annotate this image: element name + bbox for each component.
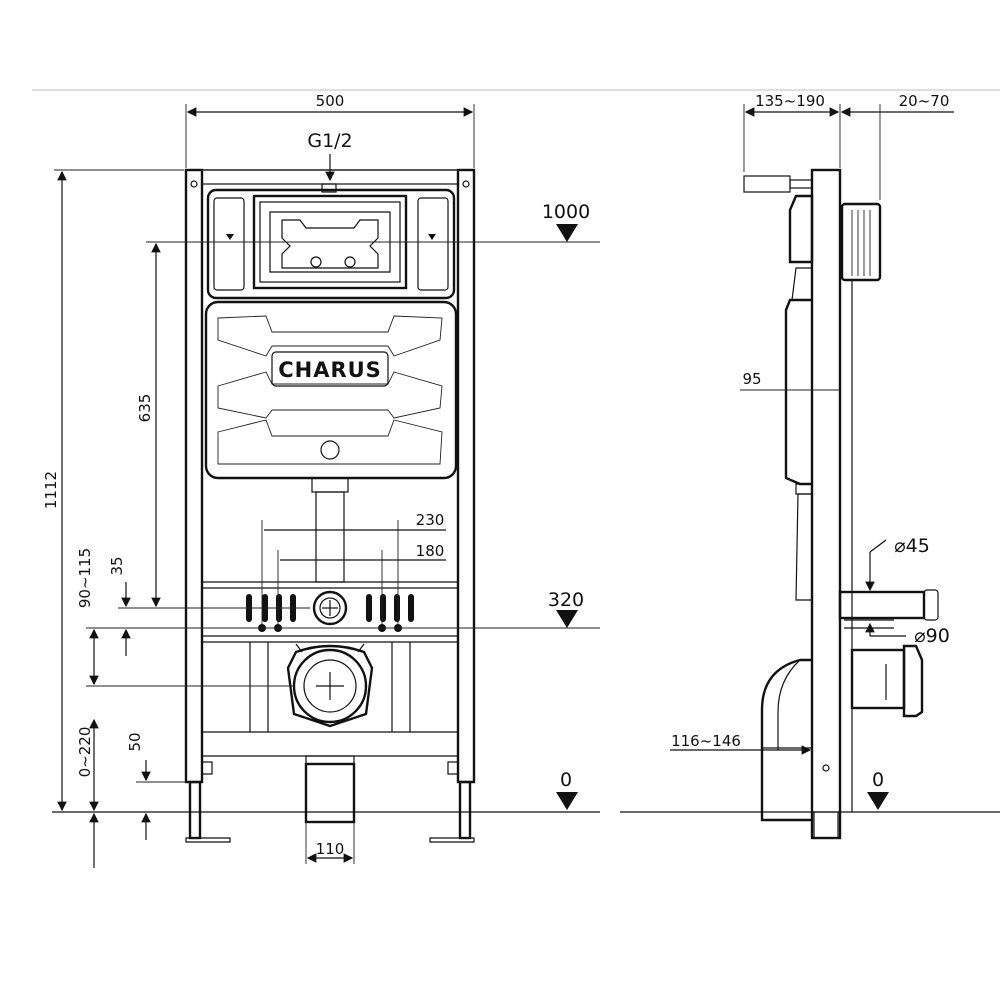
drain-outlet [286, 643, 374, 728]
bolt-outer-label: 230 [416, 511, 445, 529]
cistern-body [204, 300, 458, 480]
brand-label: CHARUS [278, 358, 382, 382]
side-frame [810, 168, 842, 840]
level-floor-label: 0 [560, 769, 572, 791]
front-view: CHARUS [42, 92, 600, 868]
level-top-label: 1000 [542, 201, 590, 223]
level-top-marker [556, 224, 578, 242]
range-0-220-label: 0~220 [76, 727, 94, 778]
outlet-110-label: 110 [316, 840, 345, 858]
pipe-small-label: ⌀45 [894, 535, 930, 557]
side-drain-pipe [850, 648, 906, 710]
wall-95-label: 95 [742, 370, 761, 388]
level-mid-label: 320 [548, 589, 584, 611]
height-635-label: 635 [136, 394, 154, 423]
level-mid-marker [556, 610, 578, 628]
left-post [184, 168, 204, 784]
side-actuator [743, 175, 791, 193]
range-90-115-label: 90~115 [76, 548, 94, 608]
plate-label: 20~70 [899, 92, 950, 110]
height-50-label: 50 [126, 732, 144, 751]
right-post [456, 168, 476, 784]
level-floor-marker [556, 792, 578, 810]
range-116-146-label: 116~146 [671, 732, 741, 750]
side-level-floor-marker [867, 792, 889, 810]
pipe-large-label: ⌀90 [914, 625, 950, 647]
cistern-top [206, 188, 456, 300]
height-label: 1112 [42, 471, 60, 509]
brand-badge [271, 351, 389, 387]
width-label: 500 [316, 92, 345, 110]
side-view: 95 ⌀45 ⌀90 116~146 135~190 20~70 0 [620, 92, 1000, 840]
outlet-pipe [304, 762, 356, 824]
side-elbow [760, 658, 812, 822]
offset-35-label: 35 [108, 556, 126, 575]
bolt-inner-label: 180 [416, 542, 445, 560]
side-level-floor-label: 0 [872, 769, 884, 791]
water-inlet [312, 590, 348, 626]
side-flush-plate [840, 202, 882, 282]
supply-label: G1/2 [307, 130, 352, 152]
depth-label: 135~190 [755, 92, 825, 110]
